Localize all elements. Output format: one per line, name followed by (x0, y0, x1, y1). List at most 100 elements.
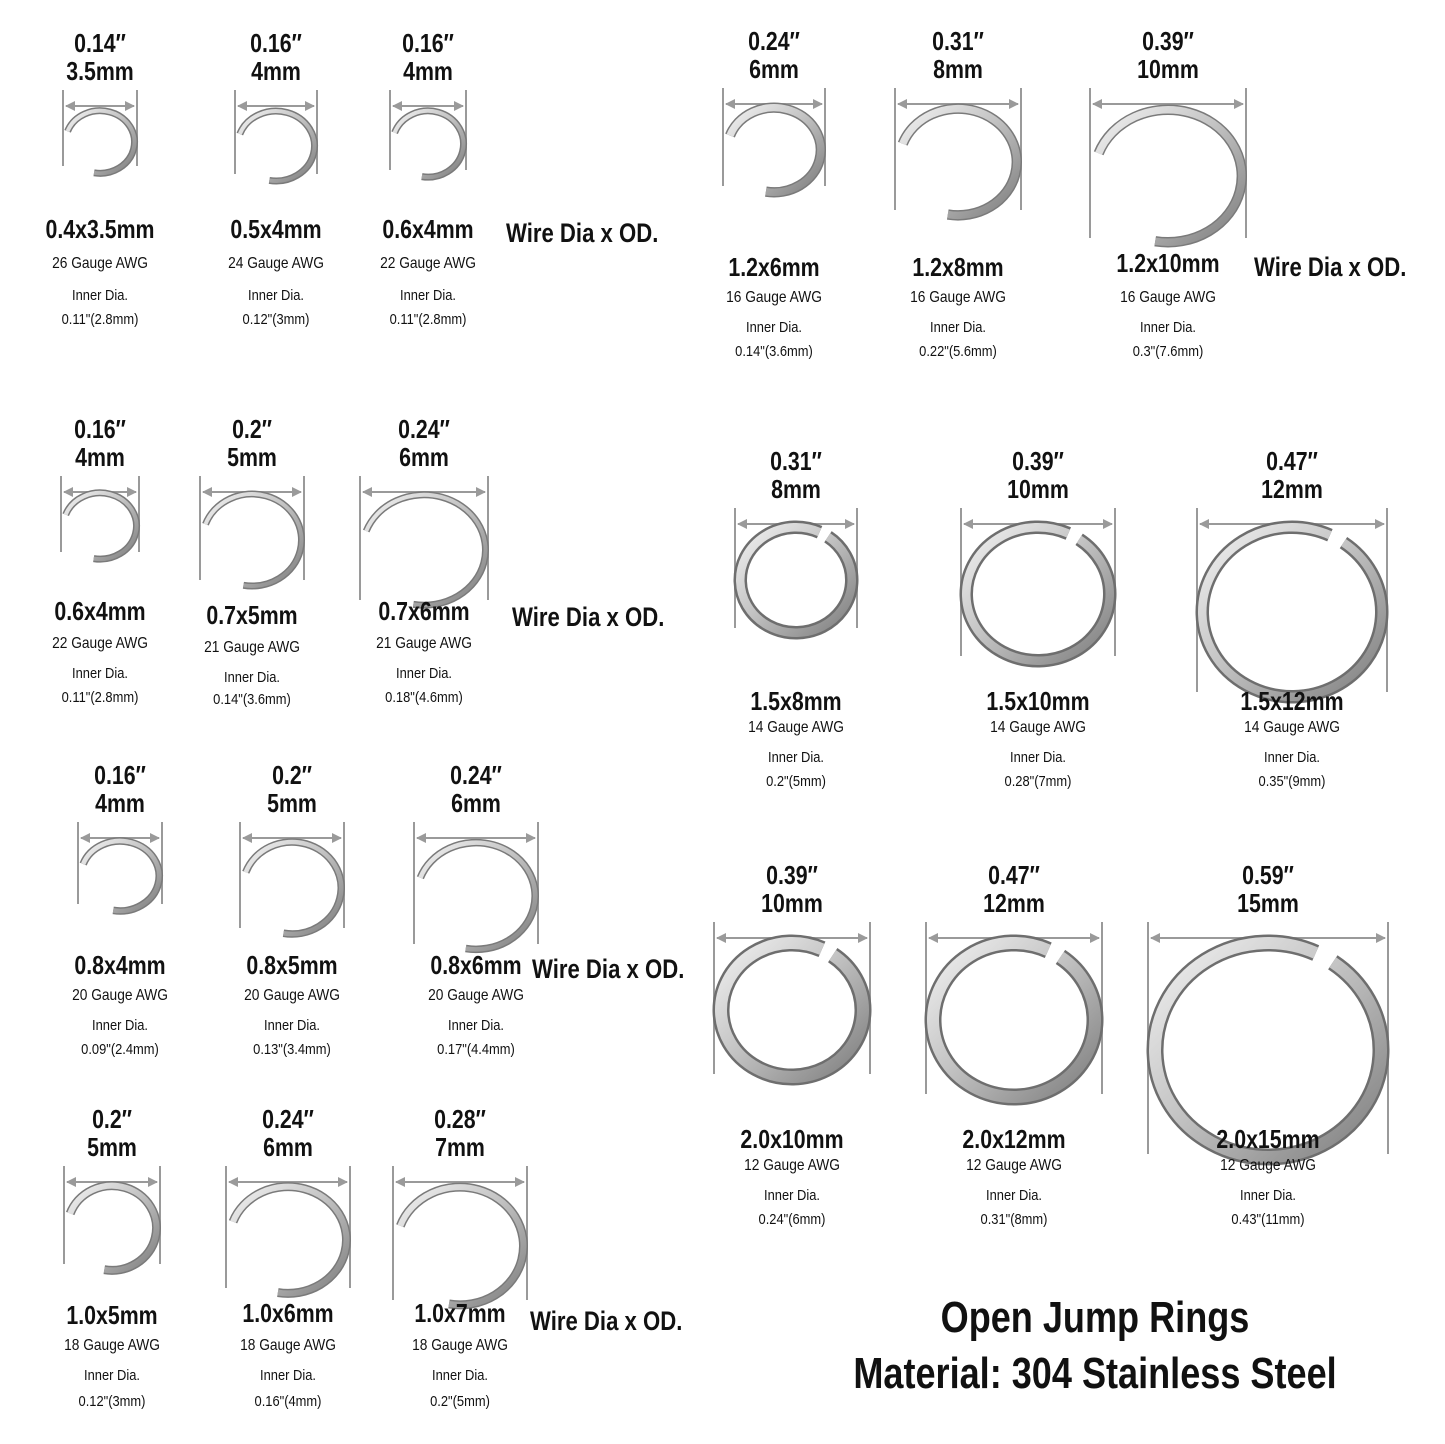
inner-dia-value: 0.11"(2.8mm) (389, 311, 467, 328)
inner-dia-value: 0.3"(7.6mm) (1132, 343, 1204, 360)
inner-dia-value: 0.11"(2.8mm) (61, 311, 139, 328)
ring-item-4 (60, 476, 140, 563)
size-mm-label: 10mm (1137, 54, 1199, 84)
wire-od-spec: 2.0x10mm (740, 1124, 844, 1154)
wire-dia-od-label-row4: Wire Dia x OD. (530, 1306, 683, 1336)
wire-od-spec: 2.0x15mm (1216, 1124, 1320, 1154)
inner-dia-heading: Inner Dia. (248, 287, 304, 304)
gauge-label: 22 Gauge AWG (380, 255, 476, 272)
size-inch-label: 0.24″ (748, 26, 800, 56)
gauge-label: 14 Gauge AWG (748, 719, 844, 736)
jump-ring-wire (392, 108, 466, 180)
size-inch-label: 0.59″ (1242, 860, 1294, 890)
size-inch-label: 0.2″ (92, 1104, 132, 1134)
ring-item-3 (389, 90, 467, 181)
size-mm-label: 12mm (1261, 474, 1323, 504)
wire-od-spec: 1.0x7mm (414, 1298, 506, 1328)
gauge-label: 24 Gauge AWG (228, 255, 324, 272)
inner-dia-value: 0.09"(2.4mm) (81, 1041, 159, 1058)
jump-ring-wire (962, 523, 1114, 665)
size-mm-label: 6mm (263, 1132, 313, 1162)
inner-dia-value: 0.13"(3.4mm) (253, 1041, 331, 1058)
inner-dia-value: 0.43"(11mm) (1231, 1211, 1305, 1228)
wire-od-spec: 0.6x4mm (382, 214, 474, 244)
gauge-label: 16 Gauge AWG (726, 289, 822, 306)
wire-od-spec: 0.6x4mm (54, 596, 146, 626)
ring-item-13 (722, 88, 826, 198)
inner-dia-heading: Inner Dia. (930, 319, 986, 336)
inner-dia-value: 0.2"(5mm) (766, 773, 826, 790)
inner-dia-value: 0.2"(5mm) (430, 1393, 490, 1410)
wire-dia-od-label-row3: Wire Dia x OD. (532, 954, 685, 984)
size-mm-label: 10mm (1007, 474, 1069, 504)
size-inch-label: 0.24″ (398, 414, 450, 444)
inner-dia-value: 0.28"(7mm) (1004, 773, 1072, 790)
jump-ring-wire (899, 104, 1021, 220)
size-inch-label: 0.24″ (262, 1104, 314, 1134)
gauge-label: 14 Gauge AWG (1244, 719, 1340, 736)
ring-item-16 (733, 508, 859, 640)
inner-dia-heading: Inner Dia. (768, 749, 824, 766)
inner-dia-heading: Inner Dia. (264, 1017, 320, 1034)
size-mm-label: 6mm (451, 788, 501, 818)
wire-od-spec: 1.0x6mm (242, 1298, 334, 1328)
inner-dia-value: 0.18"(4.6mm) (385, 689, 463, 706)
ring-item-6 (359, 476, 489, 609)
ring-item-7 (77, 822, 163, 915)
jump-ring-wire (736, 523, 856, 637)
jump-ring-wire (63, 490, 139, 562)
jump-ring-wire (203, 492, 304, 588)
ring-item-15 (1089, 88, 1247, 248)
ring-item-1 (62, 90, 138, 177)
wire-od-spec: 1.2x8mm (912, 252, 1004, 282)
gauge-label: 18 Gauge AWG (412, 1337, 508, 1354)
wire-od-spec: 0.7x6mm (378, 596, 470, 626)
size-inch-label: 0.39″ (1142, 26, 1194, 56)
wire-dia-od-label-right-row1: Wire Dia x OD. (1254, 252, 1407, 282)
size-mm-label: 8mm (933, 54, 983, 84)
ring-item-10 (63, 1166, 161, 1275)
gauge-label: 12 Gauge AWG (744, 1157, 840, 1174)
size-inch-label: 0.24″ (450, 760, 502, 790)
jump-ring-wire (230, 1183, 350, 1297)
jump-ring-wire (1149, 937, 1387, 1163)
size-inch-label: 0.14″ (74, 28, 126, 58)
jump-ring-wire (927, 937, 1101, 1103)
size-inch-label: 0.16″ (250, 28, 302, 58)
wire-od-spec: 1.2x6mm (728, 252, 820, 282)
jump-ring-wire (65, 108, 137, 176)
jump-ring-wire (726, 103, 825, 196)
wire-od-spec: 2.0x12mm (962, 1124, 1066, 1154)
size-mm-label: 4mm (403, 56, 453, 86)
gauge-label: 18 Gauge AWG (64, 1337, 160, 1354)
inner-dia-heading: Inner Dia. (224, 669, 280, 686)
inner-dia-heading: Inner Dia. (448, 1017, 504, 1034)
wire-dia-od-label-row1: Wire Dia x OD. (506, 218, 659, 248)
size-inch-label: 0.31″ (770, 446, 822, 476)
size-inch-label: 0.2″ (232, 414, 272, 444)
wire-od-spec: 0.8x4mm (74, 950, 166, 980)
jump-ring-wire (1198, 523, 1386, 701)
jump-ring-wire (364, 492, 488, 608)
size-mm-label: 6mm (399, 442, 449, 472)
jump-ring-wire (81, 838, 162, 914)
inner-dia-value: 0.17"(4.4mm) (437, 1041, 515, 1058)
wire-od-spec: 1.0x5mm (66, 1300, 158, 1330)
size-mm-label: 3.5mm (66, 56, 134, 86)
jump-ring-wire (243, 839, 344, 937)
inner-dia-value: 0.11"(2.8mm) (61, 689, 139, 706)
size-mm-label: 5mm (267, 788, 317, 818)
size-mm-label: 7mm (435, 1132, 485, 1162)
jump-ring-wire (715, 937, 869, 1083)
gauge-label: 12 Gauge AWG (966, 1157, 1062, 1174)
gauge-label: 21 Gauge AWG (376, 635, 472, 652)
size-mm-label: 15mm (1237, 888, 1299, 918)
size-inch-label: 0.16″ (74, 414, 126, 444)
gauge-label: 16 Gauge AWG (1120, 289, 1216, 306)
gauge-label: 20 Gauge AWG (428, 987, 524, 1004)
wire-dia-od-label-row2: Wire Dia x OD. (512, 602, 665, 632)
inner-dia-value: 0.31"(8mm) (980, 1211, 1048, 1228)
inner-dia-heading: Inner Dia. (72, 287, 128, 304)
wire-od-spec: 1.5x10mm (986, 686, 1090, 716)
